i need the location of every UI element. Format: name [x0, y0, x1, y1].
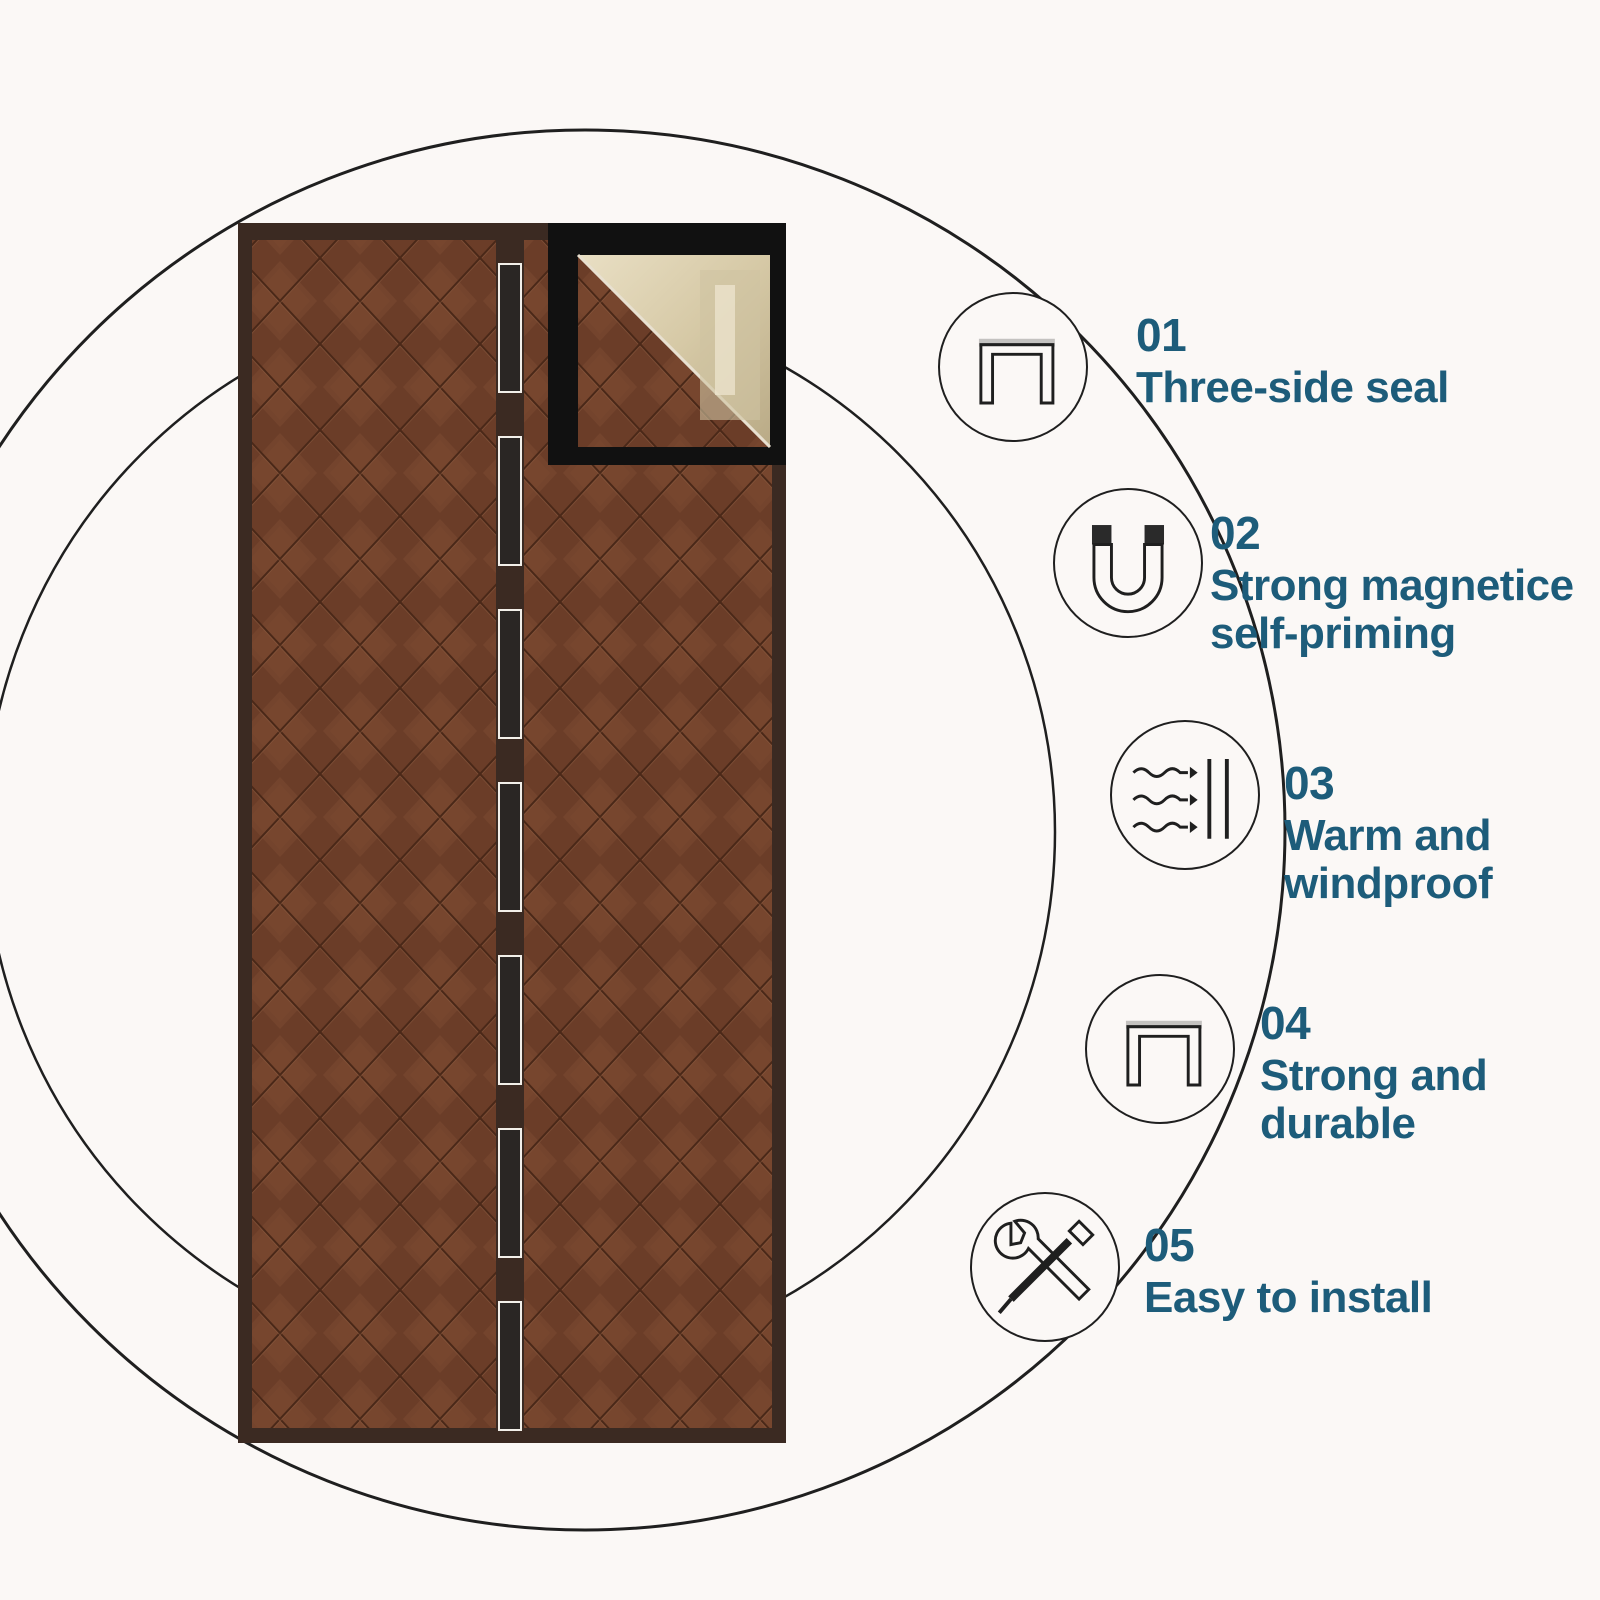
feature-number: 01	[1136, 309, 1187, 361]
feature-label: self-priming	[1210, 609, 1456, 658]
feature-label: Three-side seal	[1136, 363, 1449, 412]
feature-number: 02	[1210, 507, 1261, 559]
magnet-strip-group	[498, 263, 522, 1431]
magnet-strip	[498, 955, 522, 1085]
feature-1: 01 Three-side seal	[1136, 312, 1449, 414]
magnet-strip	[498, 436, 522, 566]
feature-number: 05	[1144, 1219, 1195, 1271]
feature-label: windproof	[1284, 859, 1493, 908]
feature-5: 05 Easy to install	[1144, 1219, 1433, 1324]
feature-label: Strong magnetice	[1210, 561, 1574, 610]
outer-arc-circle	[0, 128, 1287, 1532]
magnet-icon	[1053, 488, 1203, 638]
magnet-strip	[498, 263, 522, 393]
feature-label: Warm and	[1284, 811, 1492, 860]
magnet-strip	[498, 1301, 522, 1431]
feature-3: 03 Warm and windproof	[1284, 757, 1493, 910]
feature-label: Easy to install	[1144, 1273, 1433, 1322]
magnet-strip	[498, 609, 522, 739]
feature-number: 04	[1260, 997, 1311, 1049]
feature-number: 03	[1284, 757, 1335, 809]
three-side-seal-icon	[938, 292, 1088, 442]
feature-2: 02 Strong magnetice self-priming	[1210, 510, 1574, 660]
magnet-strip	[498, 782, 522, 912]
feature-4: 04 Strong and durable	[1260, 997, 1488, 1150]
wind-barrier-icon	[1110, 720, 1260, 870]
feature-label: durable	[1260, 1099, 1416, 1148]
tools-icon	[970, 1192, 1120, 1342]
frame-icon	[1085, 974, 1235, 1124]
magnet-strip	[498, 1128, 522, 1258]
feature-label: Strong and	[1260, 1051, 1488, 1100]
